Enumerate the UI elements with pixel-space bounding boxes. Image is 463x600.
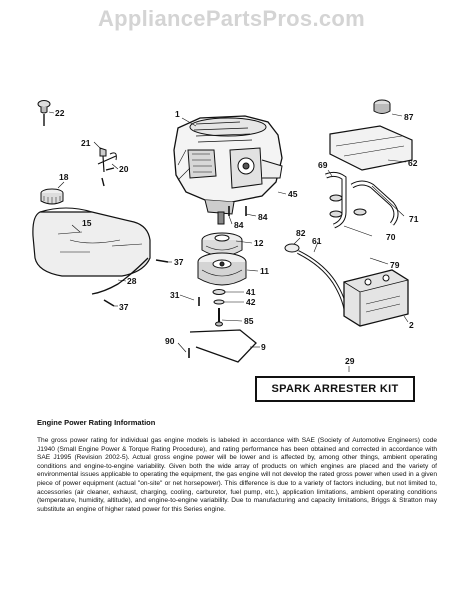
fuel-cap-drawing: [40, 188, 64, 205]
callout-29: 29: [345, 356, 355, 366]
callout-20: 20: [119, 164, 129, 174]
callout-69: 69: [318, 160, 328, 170]
spark-arrester-kit-box: SPARK ARRESTER KIT: [255, 376, 415, 402]
callout-31: 31: [170, 290, 180, 300]
fuel-valve-drawing: [97, 147, 117, 187]
clutch-drawing: [197, 252, 247, 286]
callout-79: 79: [390, 260, 400, 270]
callout-61: 61: [312, 236, 322, 246]
leader-lines: [48, 111, 409, 372]
callout-42: 42: [246, 297, 256, 307]
screw-37b: [103, 299, 115, 307]
watermark-text: AppliancePartsPros.com: [97, 6, 366, 31]
callout-84a: 84: [234, 220, 244, 230]
callout-11: 11: [260, 266, 269, 276]
callout-28: 28: [127, 276, 137, 286]
rating-title: Engine Power Rating Information: [37, 418, 156, 427]
callout-62: 62: [408, 158, 418, 168]
callout-90: 90: [165, 336, 175, 346]
callout-9: 9: [261, 342, 266, 352]
muffler-drawing: [343, 269, 409, 327]
callout-18: 18: [59, 172, 69, 182]
callout-84b: 84: [258, 212, 268, 222]
callout-1: 1: [175, 109, 180, 119]
callout-87: 87: [404, 112, 414, 122]
callout-85: 85: [244, 316, 254, 326]
cap-87-drawing: [373, 99, 391, 114]
callout-2: 2: [409, 320, 414, 330]
callout-41: 41: [246, 287, 256, 297]
pulley-drawing: [201, 232, 243, 257]
callout-21: 21: [81, 138, 91, 148]
callout-45: 45: [288, 189, 298, 199]
wire-bracket-drawing: [189, 329, 257, 363]
vent-knob-drawing: [37, 100, 51, 126]
exhaust-pipes-drawing: [325, 171, 399, 229]
engine-drawing: [173, 115, 283, 225]
small-bolts: [188, 206, 247, 358]
fuel-line-filter-drawing: [284, 243, 348, 313]
callout-71: 71: [409, 214, 419, 224]
washers-and-bolt: [212, 289, 226, 327]
callout-15: 15: [82, 218, 92, 228]
fuel-tank-drawing: [32, 207, 151, 277]
fuel-line-drawing: [91, 257, 149, 295]
rating-body: The gross power rating for individual ga…: [37, 437, 437, 513]
screw-37a: [155, 259, 169, 263]
callout-70: 70: [386, 232, 396, 242]
muffler-guard-drawing: [329, 125, 413, 171]
callout-37b: 37: [119, 302, 129, 312]
callout-12: 12: [254, 238, 264, 248]
callout-22: 22: [55, 108, 65, 118]
callout-37a: 37: [174, 257, 184, 267]
callout-82: 82: [296, 228, 306, 238]
